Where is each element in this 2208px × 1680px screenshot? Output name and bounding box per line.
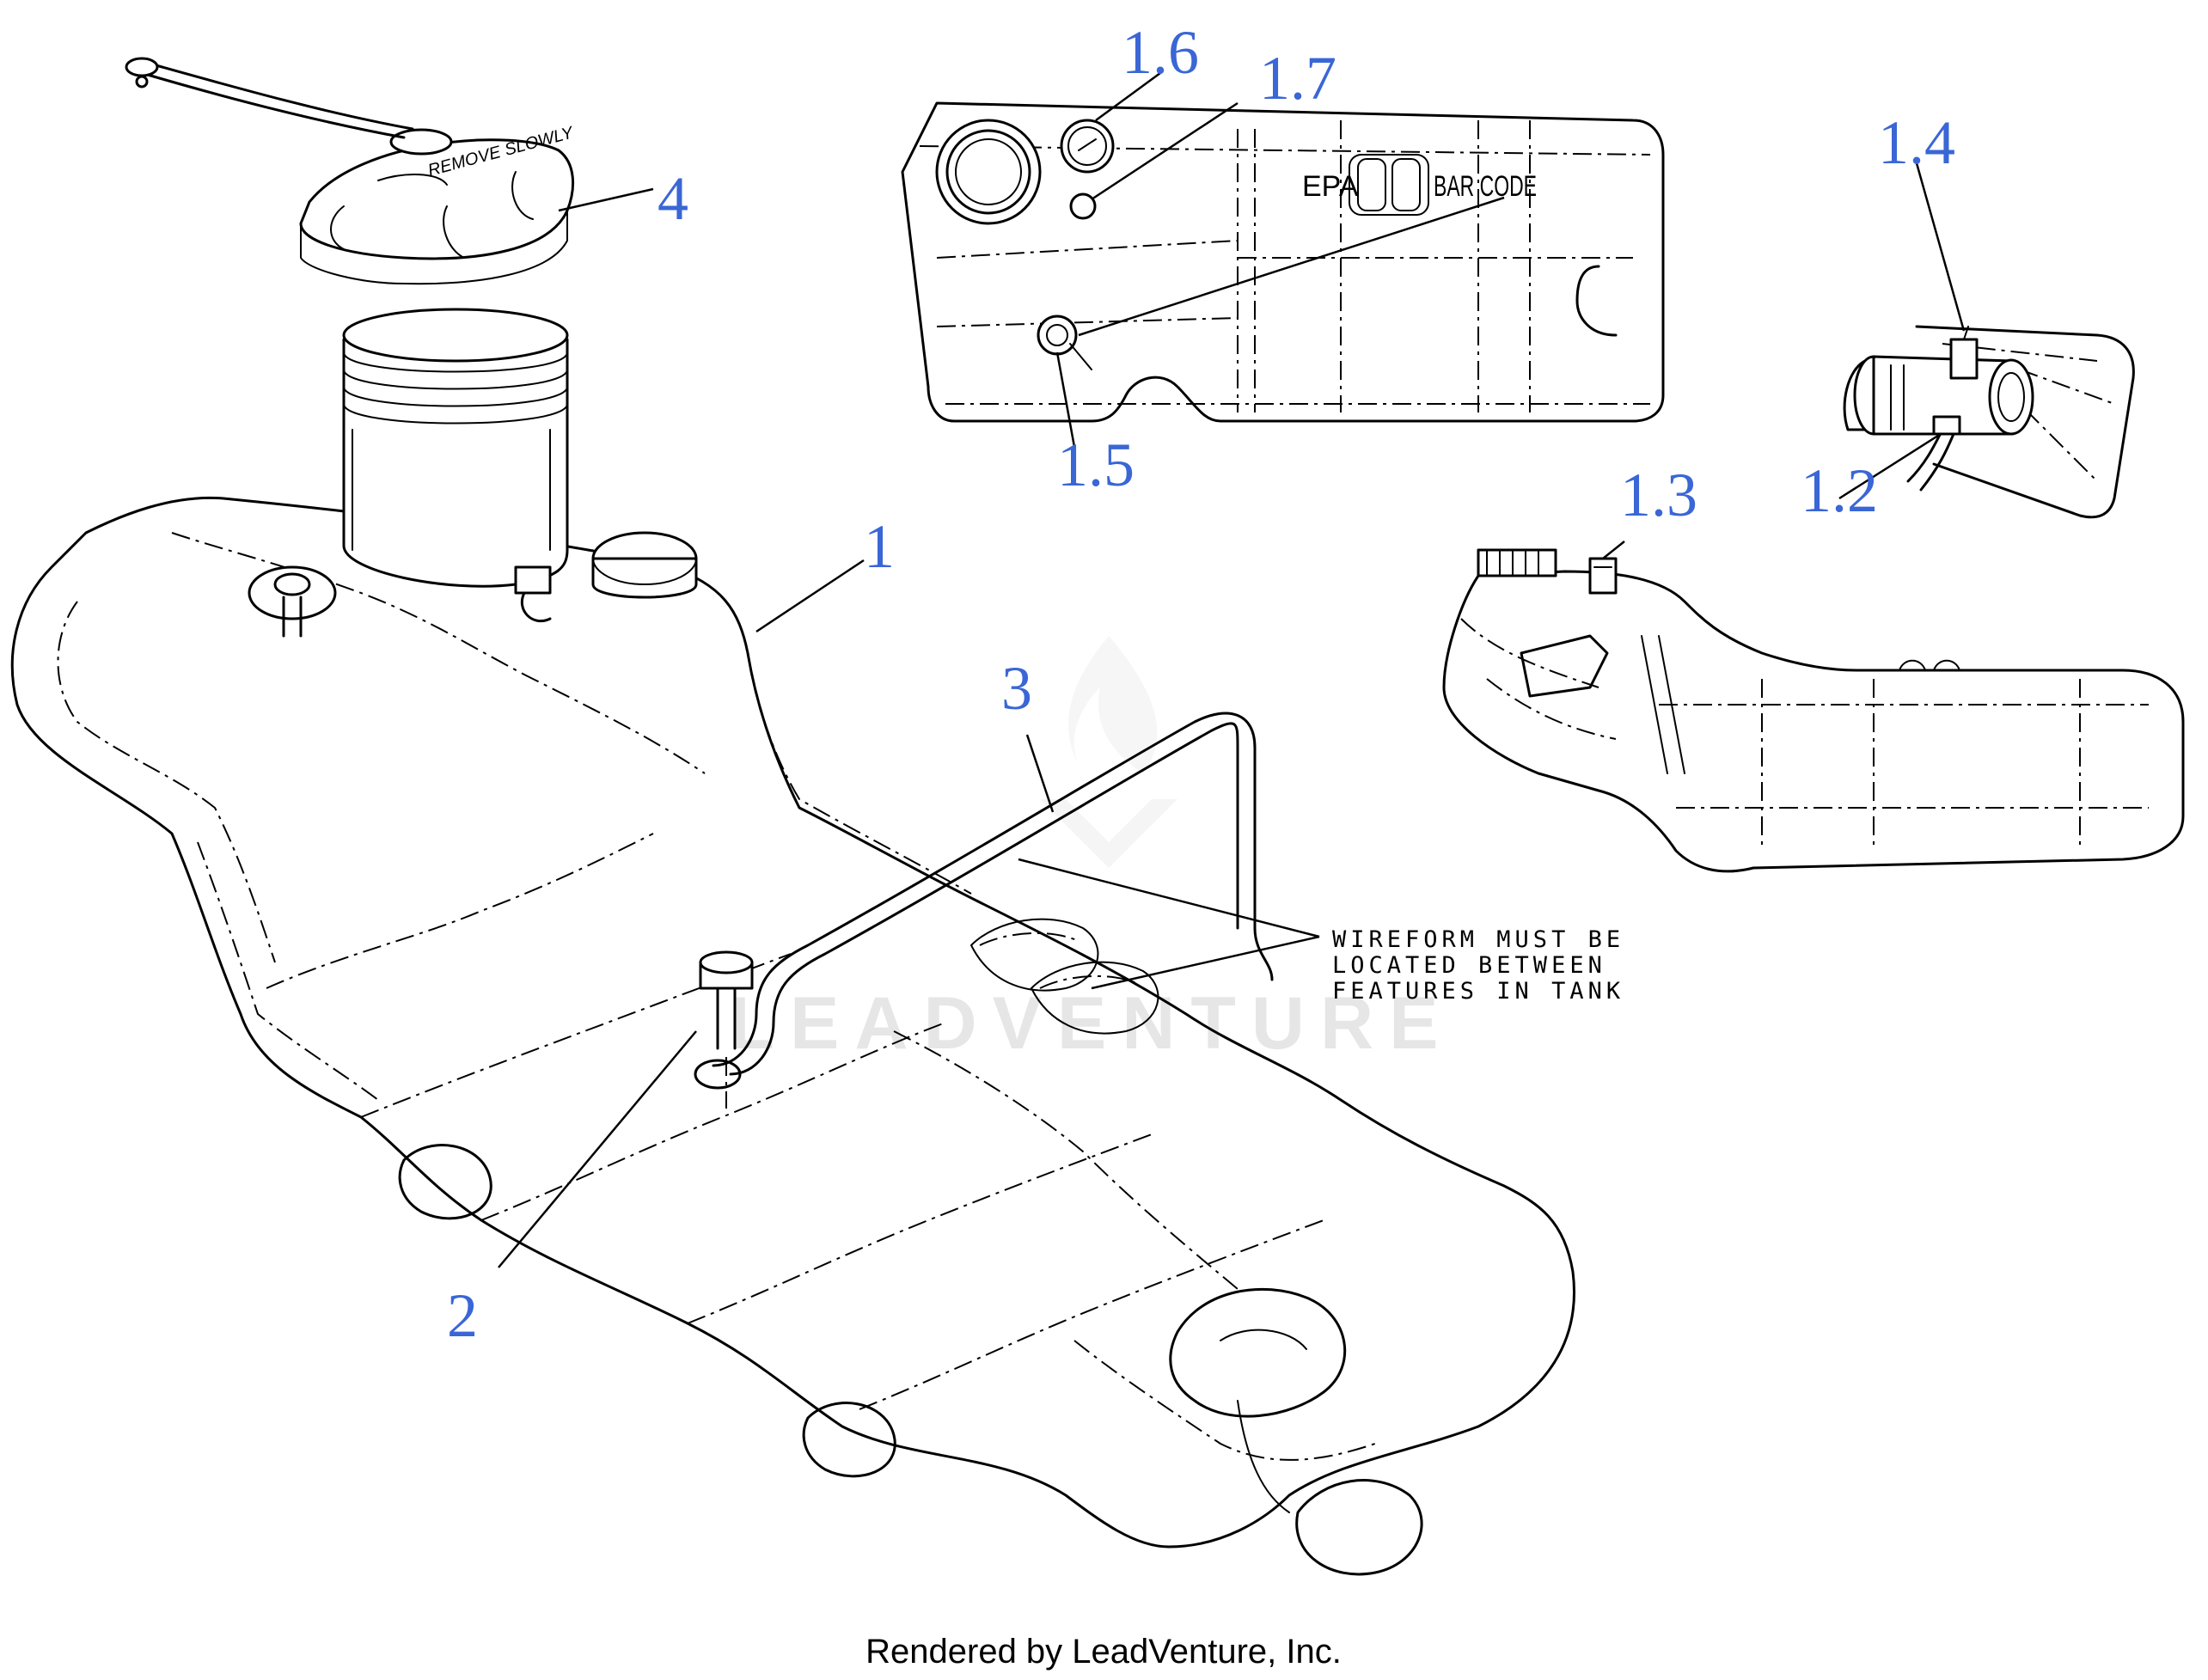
tank-top-view: EPA BAR CODE <box>901 101 1665 423</box>
watermark-text: LEADVENTURE <box>729 982 1453 1065</box>
fuel-cap: REMOVE SLOWLY <box>125 57 577 285</box>
callout-1: 1 <box>864 512 895 581</box>
watermark: LEADVENTURE <box>729 636 1453 1065</box>
callout-1-5: 1.5 <box>1057 431 1135 499</box>
main-fuel-tank <box>10 496 1575 1576</box>
callout-1-2: 1.2 <box>1801 456 1878 525</box>
wireform-note: WIREFORM MUST BE LOCATED BETWEEN FEATURE… <box>1332 926 1624 1005</box>
watermark-logo-icon <box>1040 636 1177 868</box>
callout-1-7: 1.7 <box>1259 44 1336 113</box>
callout-1-6: 1.6 <box>1122 18 1199 87</box>
tank-grommet <box>248 565 337 638</box>
note-line-2: LOCATED BETWEEN <box>1332 952 1606 979</box>
detail-side-section <box>1442 548 2185 873</box>
note-line-1: WIREFORM MUST BE <box>1332 926 1624 953</box>
footer-credit: Rendered by LeadVenture, Inc. <box>865 1633 1342 1671</box>
leader-lines <box>498 71 1966 1268</box>
wireform <box>694 712 1274 1090</box>
callouts: 1 1.2 1.3 1.4 1.5 1.6 1.7 2 3 4 <box>447 18 1955 1350</box>
note-line-3: FEATURES IN TANK <box>1332 978 1624 1005</box>
callout-1-3: 1.3 <box>1620 461 1697 529</box>
vent-cap <box>591 531 698 599</box>
callout-2: 2 <box>447 1281 478 1350</box>
callout-1-4: 1.4 <box>1878 108 1955 177</box>
detail-hose-fitting <box>1843 325 2135 519</box>
barcode-label: BAR CODE <box>1434 170 1537 203</box>
callout-3: 3 <box>1001 654 1032 723</box>
callout-4: 4 <box>658 164 688 233</box>
bolt <box>699 950 754 1109</box>
filler-neck <box>342 308 569 623</box>
